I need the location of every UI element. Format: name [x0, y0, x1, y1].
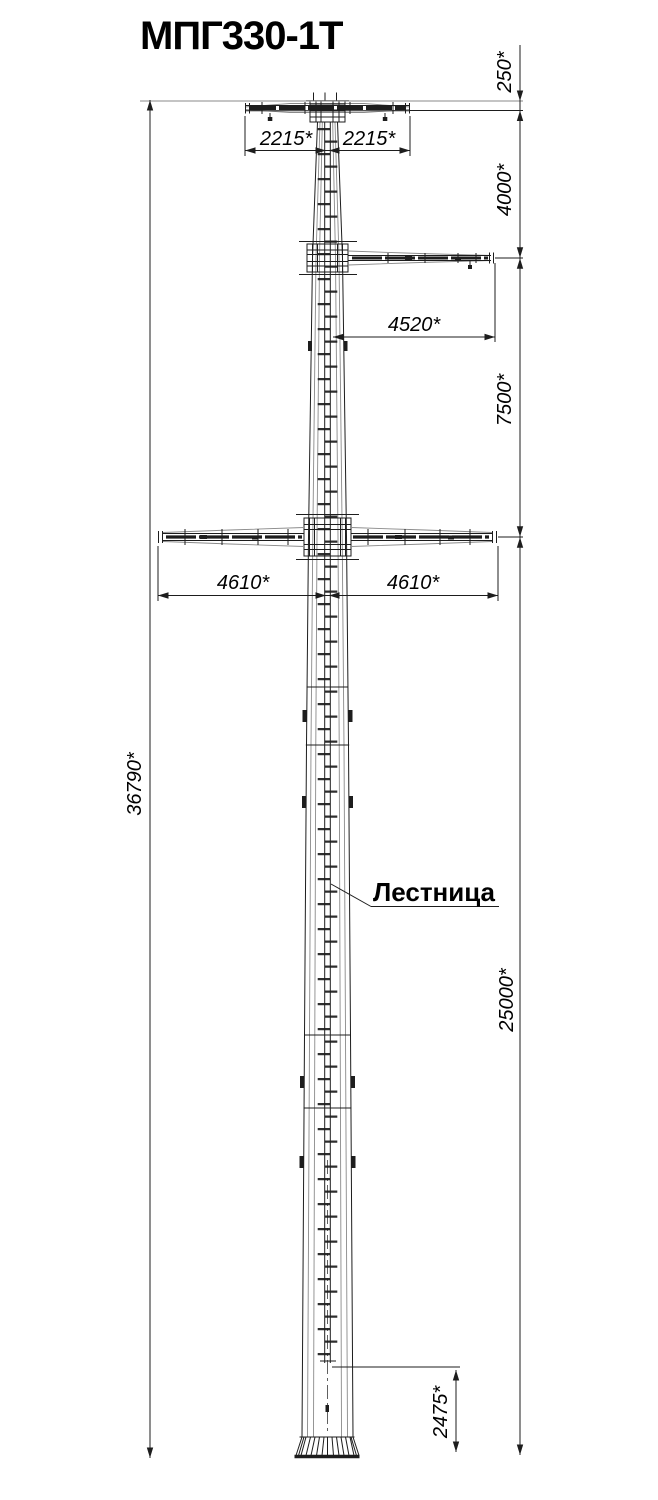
drawing-title: МПГ330-1Т — [140, 14, 343, 58]
base-flange — [294, 1436, 360, 1459]
dim-lower-crossarm: 4610* 4610* — [157, 546, 499, 601]
dim-label-7500: 7500* — [494, 373, 516, 426]
upper-crossarm — [244, 92, 411, 123]
dim-label-250: 250* — [494, 50, 516, 93]
dim-upper-crossarm: 2215* 2215* — [244, 116, 411, 156]
dim-label-2215-left: 2215* — [259, 128, 313, 150]
ladder — [317, 122, 338, 1363]
dim-ladder-bottom: 2475* — [332, 1366, 460, 1452]
middle-crossarm-ticks — [387, 253, 477, 263]
lower-crossarm-right-ticks — [367, 529, 471, 545]
upper-crossarm-ticks — [261, 102, 394, 114]
dim-label-4000: 4000* — [494, 163, 516, 216]
dim-label-2475: 2475* — [430, 1385, 452, 1439]
base-flange-ribs — [300, 1436, 355, 1456]
ladder-label: Лестница — [373, 877, 496, 907]
dim-label-4610-right: 4610* — [387, 572, 440, 594]
pole-side-tabs — [299, 341, 356, 1168]
dimensions: 36790* 250* 4000* 7500* 25000* 22 — [124, 45, 524, 1458]
dim-overall-height: 36790* — [124, 100, 154, 1458]
dim-label-overall-height: 36790* — [124, 751, 146, 816]
middle-crossarm — [299, 241, 494, 275]
lower-crossarm — [158, 514, 497, 560]
dim-label-2215-right: 2215* — [342, 128, 396, 150]
ladder-callout: Лестница — [330, 877, 499, 907]
dim-label-4520: 4520* — [388, 314, 441, 336]
dim-right-chain: 250* 4000* 7500* 25000* — [494, 45, 524, 1455]
dim-middle-crossarm: 4520* — [333, 263, 496, 342]
dim-label-4610-left: 4610* — [217, 572, 270, 594]
ladder-leader-line — [330, 883, 372, 907]
pole-section-joints — [303, 686, 352, 1109]
dim-label-25000: 25000* — [496, 967, 518, 1033]
pole-shaft — [301, 121, 354, 1438]
upper-crossarm-bracket — [306, 100, 349, 123]
